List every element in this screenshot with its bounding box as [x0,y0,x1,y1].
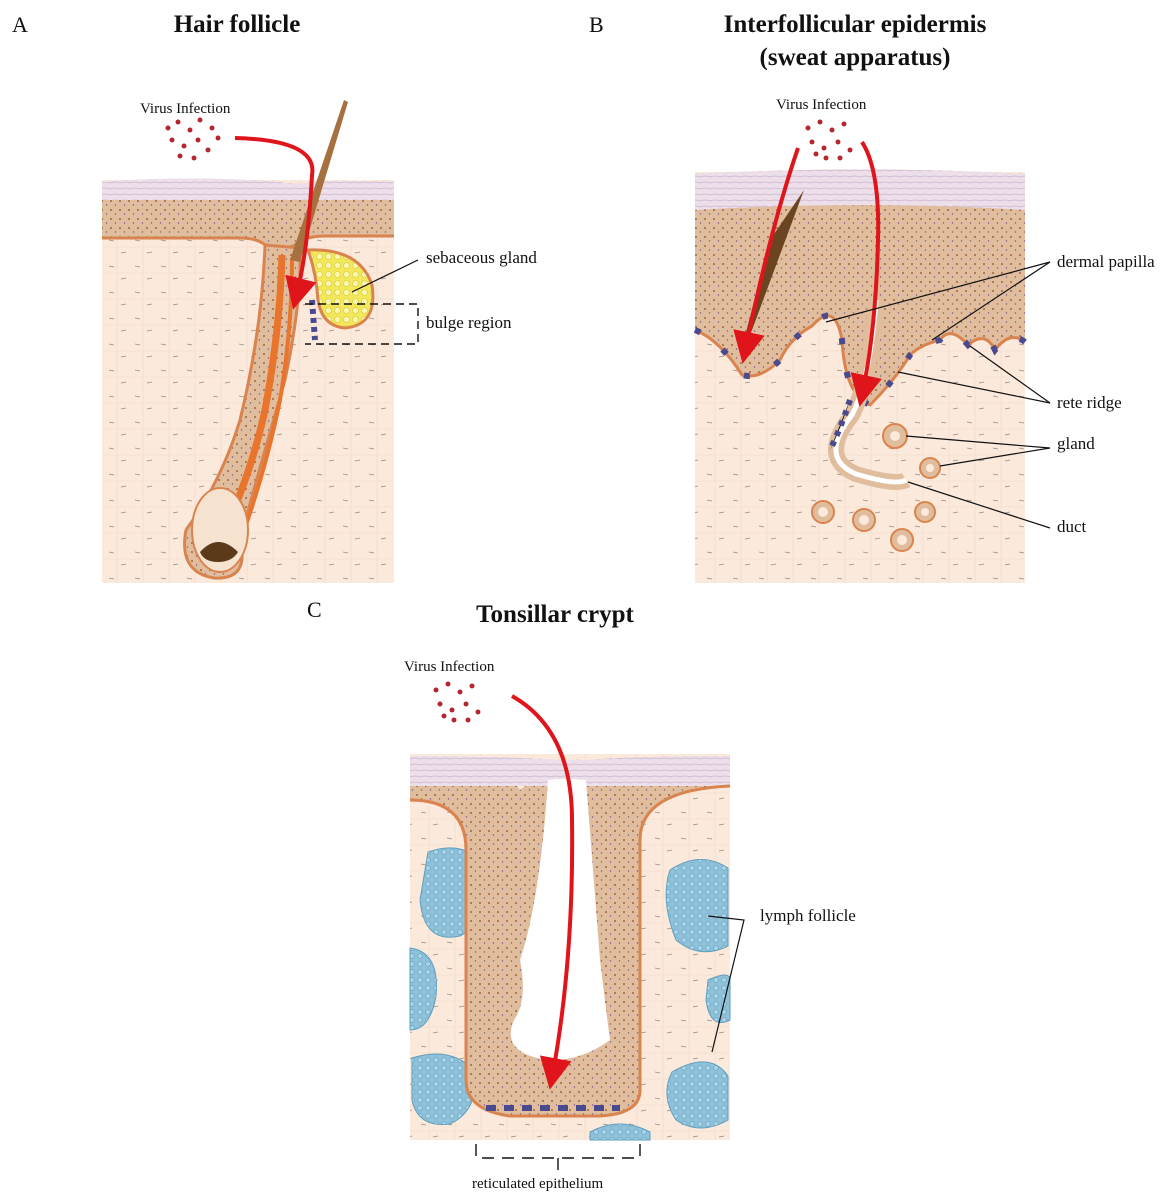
panel-a-title: Hair follicle [137,8,337,41]
panel-c-virus-label: Virus Infection [404,659,494,676]
panel-b-title-line1: Interfollicular epidermis [660,8,1050,41]
duct-label: duct [1057,517,1086,537]
bulge-region-label: bulge region [426,313,511,333]
gland-label: gland [1057,434,1095,454]
panel-b-title: Interfollicular epidermis (sweat apparat… [660,8,1050,74]
sebaceous-gland-label: sebaceous gland [426,248,537,268]
lymph-follicle-label: lymph follicle [760,906,856,926]
panel-a-letter: A [12,12,28,38]
panel-c-title: Tonsillar crypt [440,598,670,631]
panel-b-title-line2: (sweat apparatus) [660,41,1050,74]
reticulated-epithelium-label: reticulated epithelium [472,1176,603,1193]
rete-ridge-label: rete ridge [1057,393,1122,413]
panel-b-illustration [695,120,1050,584]
panel-c-illustration [410,682,744,1171]
panel-a-illustration [102,100,418,583]
dermal-papilla-label: dermal papilla [1057,252,1155,272]
panel-c-letter: C [307,597,322,623]
panel-a-virus-label: Virus Infection [140,101,230,118]
panel-b-letter: B [589,12,604,38]
panel-b-virus-label: Virus Infection [776,97,866,114]
